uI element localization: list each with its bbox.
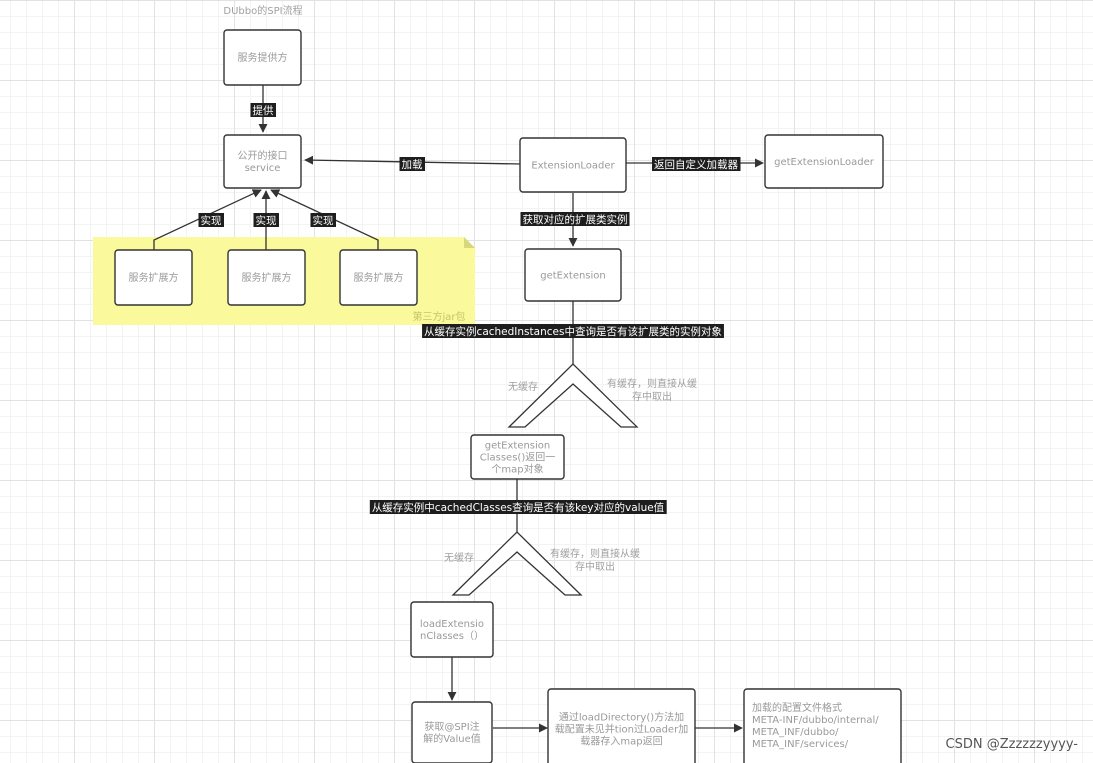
edge-label-return-loader: 返回自定义加载器 [652, 157, 741, 171]
edge-label-provide-text: 提供 [253, 104, 274, 117]
config-format-node-text-line: 加载的配置文件格式 [752, 701, 842, 714]
load-directory-node-box [547, 688, 696, 763]
branch-1-no-cache: 无缓存 [508, 380, 538, 393]
config-format-node-text-line: META_INF/services/ [752, 739, 849, 750]
edge-label-get-instance-bg [520, 212, 630, 226]
edge-label-get-instance: 获取对应的扩展类实例 [520, 212, 630, 226]
get-extension-loader-node[interactable]: getExtensionLoader [764, 134, 884, 189]
get-extension-node-text-line: getExtension [540, 271, 606, 282]
edge-label-load-text: 加载 [402, 159, 423, 171]
provider-node-box [223, 29, 302, 86]
edge-label-get-instance-text: 获取对应的扩展类实例 [523, 213, 628, 226]
get-spi-value-node-box [411, 701, 493, 763]
edge-label-impl-2-text: 实现 [256, 214, 277, 227]
provider-node-text-line: 服务提供方 [238, 51, 288, 64]
edge-label-impl-1: 实现 [198, 213, 224, 227]
get-extension-loader-node-text-line: getExtensionLoader [774, 157, 875, 168]
load-directory-node-text-line: 载器存入map返回 [580, 735, 662, 748]
load-directory-node-text-line: 通过loadDirectory()方法加 [559, 711, 684, 724]
extension-provider-node-3-text-line: 服务扩展方 [354, 271, 404, 284]
extension-provider-node-1-box [114, 249, 193, 306]
edge-label-query-cached-classes-text: 从缓存实例中cachedClasses查询是否有该key对应的value值 [372, 501, 665, 514]
extension-provider-node-1[interactable]: 服务扩展方 [114, 249, 193, 306]
branch-2-yes-line: 存中取出 [575, 560, 615, 573]
get-extension-classes-node-text-line: 个map对象 [491, 463, 543, 476]
extension-provider-node-1-text-line: 服务扩展方 [129, 271, 179, 284]
edge-label-query-cached-instances-bg [422, 324, 724, 338]
get-extension-classes-node-text-line: getExtension [485, 441, 551, 452]
public-service-interface-node-text-line: service [245, 163, 281, 174]
extension-provider-node-3[interactable]: 服务扩展方 [339, 249, 418, 306]
edge-label-load-bg [399, 157, 425, 171]
get-spi-value-node-text-line: 解的Value值 [423, 732, 480, 745]
edge-label-query-cached-instances: 从缓存实例cachedInstances中查询是否有该扩展类的实例对象 [422, 324, 724, 338]
edge-label-query-cached-instances-text: 从缓存实例cachedInstances中查询是否有该扩展类的实例对象 [424, 325, 722, 338]
load-extension-classes-node-box [410, 601, 494, 658]
edge-label-provide-bg [250, 103, 276, 117]
get-extension-node-box [524, 248, 622, 302]
edge-label-provide: 提供 [250, 103, 276, 117]
branch-2-yes-line: 有缓存，则直接从缓 [550, 547, 640, 560]
edge-label-return-loader-bg [652, 157, 741, 171]
config-format-node-box [743, 688, 902, 763]
public-service-interface-node-box [223, 134, 302, 189]
public-service-interface-node-text-line: 公开的接口 [238, 149, 288, 162]
branch-1-yes-line: 存中取出 [632, 390, 672, 403]
branch-1-yes-line: 有缓存，则直接从缓 [607, 377, 697, 390]
extension-loader-node-box [519, 137, 627, 193]
extension-provider-node-2[interactable]: 服务扩展方 [227, 249, 306, 306]
edge-label-impl-2: 实现 [253, 213, 279, 227]
get-spi-value-node-text-line: 获取@SPI注 [424, 720, 479, 733]
load-extension-classes-node-text-line: loadExtensio [420, 619, 484, 630]
load-extension-classes-node-text-line: nClasses（） [420, 630, 484, 642]
diagram-title: DUbbo的SPI流程 [223, 4, 302, 17]
load-directory-node[interactable]: 通过loadDirectory()方法加载配置未见并tion过Loader加载器… [547, 688, 696, 763]
branch-2-no-cache: 无缓存 [444, 551, 474, 564]
edge-label-impl-1-text: 实现 [201, 214, 222, 227]
config-format-node-text-line: META_INF/dubbo/ [752, 727, 839, 738]
extension-provider-node-3-box [339, 249, 418, 306]
note-label: 第三方jar包 [412, 310, 465, 323]
extension-provider-node-2-text-line: 服务扩展方 [242, 271, 292, 284]
edge-label-impl-1-bg [198, 213, 224, 227]
edge-label-query-cached-classes-bg [369, 500, 667, 514]
edge-label-return-loader-text: 返回自定义加载器 [654, 158, 738, 171]
edge-impl-1 [153, 189, 262, 250]
edge-label-impl-2-bg [253, 213, 279, 227]
edge-label-load: 加载 [399, 157, 425, 171]
edge-label-query-cached-classes: 从缓存实例中cachedClasses查询是否有该key对应的value值 [369, 500, 667, 514]
config-format-node[interactable]: 加载的配置文件格式META-INF/dubbo/internal/META_IN… [743, 688, 902, 763]
extension-provider-node-2-box [227, 249, 306, 306]
get-extension-classes-node-box [470, 434, 565, 480]
cache-decision-shape-1[interactable] [507, 363, 639, 428]
get-extension-node[interactable]: getExtension [524, 248, 622, 302]
edge-label-impl-3: 实现 [310, 213, 336, 227]
get-extension-loader-node-box [764, 134, 884, 189]
edge-label-impl-3-bg [310, 213, 336, 227]
config-format-node-text-line: META-INF/dubbo/internal/ [752, 715, 879, 726]
edge-impl-3 [270, 189, 379, 250]
extension-loader-node-text-line: ExtensionLoader [531, 161, 615, 172]
extension-loader-node[interactable]: ExtensionLoader [519, 137, 627, 193]
load-directory-node-text-line: 载配置未见并tion过Loader加 [555, 723, 688, 736]
provider-node[interactable]: 服务提供方 [223, 29, 302, 86]
get-extension-classes-node-text-line: Classes()返回一 [480, 452, 555, 464]
edge-label-impl-3-text: 实现 [313, 214, 334, 227]
csdn-watermark: CSDN @Zzzzzzyyyy- [946, 737, 1079, 752]
